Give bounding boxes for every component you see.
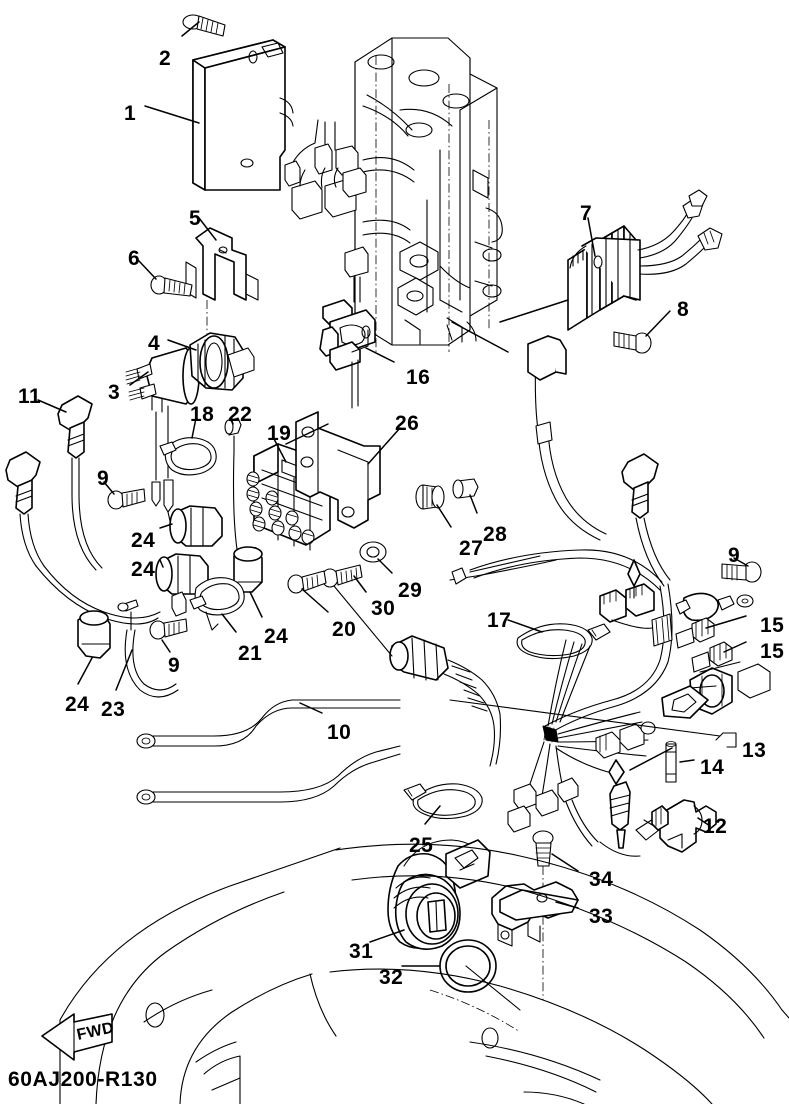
callout-1: 1 [124, 102, 137, 125]
callout-22: 22 [228, 403, 253, 426]
callout-33: 33 [589, 905, 614, 928]
callout-23: 23 [101, 698, 126, 721]
part-5-bracket [185, 217, 259, 335]
diagram-code-label: 60AJ200-R130 [8, 1068, 158, 1091]
part-21-clamp [189, 577, 245, 633]
part-17-band-tie [507, 619, 611, 660]
callout-14: 14 [700, 756, 725, 779]
callout-21: 21 [238, 642, 263, 665]
callout-3: 3 [108, 381, 121, 404]
callout-27: 27 [459, 537, 484, 560]
callout-18: 18 [190, 403, 215, 426]
part-33-holder-bracket [491, 881, 579, 947]
callout-4: 4 [148, 332, 161, 355]
part-32-o-ring [401, 939, 521, 1011]
part-20-bolt [287, 570, 329, 613]
part-24-rubber-caps [77, 505, 263, 685]
part-29-washer [359, 541, 393, 574]
part-23-ground-lead [115, 591, 187, 698]
part-13-wire-harness [449, 335, 771, 857]
callout-24-a: 24 [131, 529, 156, 552]
part-2-bolt [182, 14, 226, 37]
callout-26: 26 [395, 412, 420, 435]
callout-9-c: 9 [728, 544, 741, 567]
callout-20: 20 [332, 618, 357, 641]
part-16-clamp-holder [319, 246, 395, 409]
part-15-connectors [675, 615, 747, 673]
callout-9-b: 9 [168, 654, 181, 677]
callout-24-c: 24 [264, 625, 289, 648]
part-8-bolt [613, 310, 671, 354]
part-18-hose-clamp [159, 417, 217, 476]
part-30-bolt [321, 564, 367, 593]
part-26-bracket-plate [295, 411, 401, 529]
corrugated-conduit [333, 555, 557, 767]
callout-10: 10 [327, 721, 352, 744]
callout-16: 16 [406, 366, 431, 389]
callout-11: 11 [18, 385, 42, 408]
callout-6: 6 [128, 247, 141, 270]
callout-13: 13 [742, 739, 767, 762]
leader-lines [285, 321, 673, 771]
callout-5: 5 [189, 207, 202, 230]
callout-15-b: 15 [760, 640, 785, 663]
callout-30: 30 [371, 597, 396, 620]
engine-block-outline [354, 37, 503, 352]
callout-24-d: 24 [65, 693, 90, 716]
callout-34: 34 [589, 868, 614, 891]
part-11-spark-plug-cap [5, 395, 161, 625]
callout-29: 29 [398, 579, 423, 602]
callout-15-a: 15 [760, 614, 785, 637]
callout-25: 25 [409, 834, 434, 857]
part-31-rubber-boot [369, 839, 491, 950]
part-27-grommet [415, 484, 452, 528]
part-14-fuse [665, 741, 695, 783]
callout-31: 31 [349, 940, 374, 963]
part-28-collar [452, 478, 479, 514]
callout-28: 28 [483, 523, 508, 546]
part-9-bolts [103, 481, 762, 653]
callout-17: 17 [487, 609, 512, 632]
part-7-rectifier-regulator [499, 189, 723, 354]
part-4-coil-clamp [167, 332, 255, 391]
part-10-battery-cable [136, 699, 401, 805]
callout-12: 12 [703, 815, 728, 838]
part-22-terminal-pin [224, 417, 242, 557]
callout-8: 8 [677, 298, 690, 321]
callout-19: 19 [267, 422, 292, 445]
callout-32: 32 [379, 966, 404, 989]
part-6-screw [138, 260, 193, 297]
part-25-band-tie [403, 783, 483, 825]
callout-24-b: 24 [131, 558, 156, 581]
callout-9-a: 9 [97, 467, 110, 490]
cowling-outline [59, 843, 789, 1104]
part-1-cdi-unit [144, 14, 294, 191]
connector-cluster-upper [284, 119, 367, 220]
callout-2: 2 [159, 47, 172, 70]
part-12-wire-holder [651, 799, 717, 853]
callout-7: 7 [580, 202, 593, 225]
fwd-arrow-marker: FWD [41, 1013, 116, 1061]
